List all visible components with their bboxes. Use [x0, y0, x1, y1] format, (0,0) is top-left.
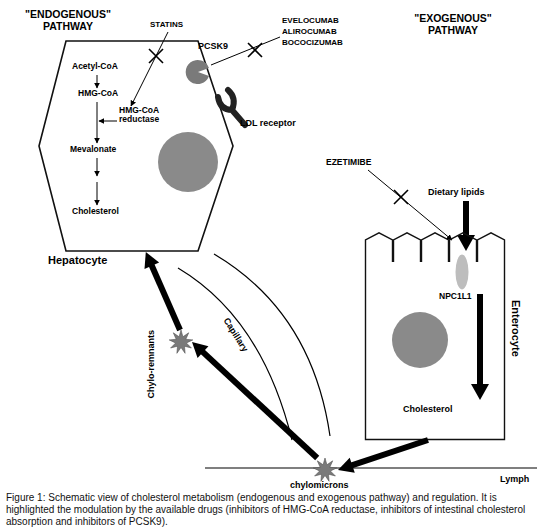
thick-arrow-head: [471, 384, 489, 400]
flow-arrow: [338, 440, 428, 473]
statin-leader: [131, 32, 168, 106]
drug-name: EVELOCUMAB: [282, 16, 339, 25]
lipoprotein-star: [313, 458, 337, 481]
arrow-head: [192, 342, 208, 358]
node-label: PCSK9: [198, 41, 228, 51]
drug-name: ALIROCUMAB: [282, 27, 337, 36]
node-label: NPC1L1: [439, 292, 472, 302]
metabolite-label: Cholesterol: [72, 207, 119, 217]
pathway-arrow: [97, 158, 98, 176]
capillary-wall: [178, 268, 292, 440]
inhibition-cross: [248, 43, 262, 57]
pathway-title: "ENDOGENOUS" PATHWAY: [20, 8, 116, 32]
drug-name: EZETIMIBE: [326, 158, 371, 168]
enzyme-arrow: [99, 121, 117, 122]
ezetimibe-leader: [368, 170, 452, 240]
inhibition-cross: [149, 49, 163, 63]
flow-arrow: [192, 342, 317, 458]
pathway-arrow: [97, 75, 98, 88]
node-shape: [186, 60, 210, 84]
metabolite-label: Cholesterol: [403, 404, 453, 414]
pathway-arrow: [97, 102, 98, 143]
node-shape: [168, 330, 192, 354]
flow-arrow: [144, 252, 180, 330]
node-shape: [38, 40, 234, 252]
arrow-shaft: [349, 440, 428, 466]
metabolite-label: HMG-CoA: [78, 89, 118, 99]
node-shape: [365, 232, 505, 440]
hexagon-outline: [39, 41, 233, 251]
capillary-wall: [214, 254, 330, 436]
node-label: Chylo-remnants: [146, 330, 156, 399]
ldl-receptor: LDL receptor: [214, 88, 248, 128]
inhibition-cross: [149, 49, 163, 63]
arrow-shaft: [201, 350, 317, 458]
arrow-head: [338, 458, 355, 473]
chylomicron-particle: chylomicrons: [312, 458, 338, 482]
cell-nucleus: [158, 132, 218, 192]
drug-name: BOCOCIZUMAB: [282, 38, 343, 47]
vessel-label: Capillary: [221, 316, 250, 354]
thick-arrow-shaft: [477, 294, 483, 386]
node-label: Hepatocyte: [48, 254, 107, 267]
input-label: Dietary lipids: [428, 187, 485, 197]
enterocyte-cell: EnterocyteNPC1L1: [365, 232, 505, 440]
drug-name: STATINS: [150, 20, 183, 29]
remnant-particle: Chylo-remnants: [168, 330, 192, 354]
lipoprotein-star: [169, 330, 193, 353]
inhibition-cross: [248, 43, 262, 57]
pathway-title: "EXOGENOUS" PATHWAY: [405, 12, 501, 36]
inhibition-cross: [394, 190, 408, 204]
inhibition-cross: [394, 190, 408, 204]
enterocyte-outline: [366, 233, 505, 440]
drug-leaders: [131, 32, 452, 240]
metabolite-label: Mevalonate: [70, 145, 116, 155]
hepatocyte-hexagon: Hepatocyte: [38, 40, 234, 252]
capillary-walls: [178, 254, 330, 440]
lymph-vessel-line: [205, 467, 537, 468]
arrow-head: [144, 252, 159, 269]
node-label: Enterocyte: [509, 300, 522, 357]
cell-nucleus: [392, 312, 448, 368]
node-label: chylomicrons: [290, 480, 349, 490]
vessel-label: Lymph: [500, 474, 529, 484]
pathway-arrow: [97, 182, 98, 205]
pcsk9-shape: [186, 60, 209, 84]
node-shape: [455, 254, 469, 290]
pcsk9-protein: PCSK9: [186, 60, 210, 84]
thick-arrow-shaft: [463, 201, 469, 237]
arrow-shaft: [151, 263, 180, 330]
node-label: LDL receptor: [240, 118, 296, 128]
metabolite-label: Acetyl-CoA: [72, 62, 118, 72]
transporter-shape: [456, 255, 469, 290]
npc1l1-transporter: NPC1L1: [455, 254, 469, 290]
node-shape: [312, 458, 338, 482]
figure-caption: Figure 1: Schematic view of cholesterol …: [6, 492, 531, 528]
enzyme-label: HMG-CoA reductase: [119, 106, 171, 125]
